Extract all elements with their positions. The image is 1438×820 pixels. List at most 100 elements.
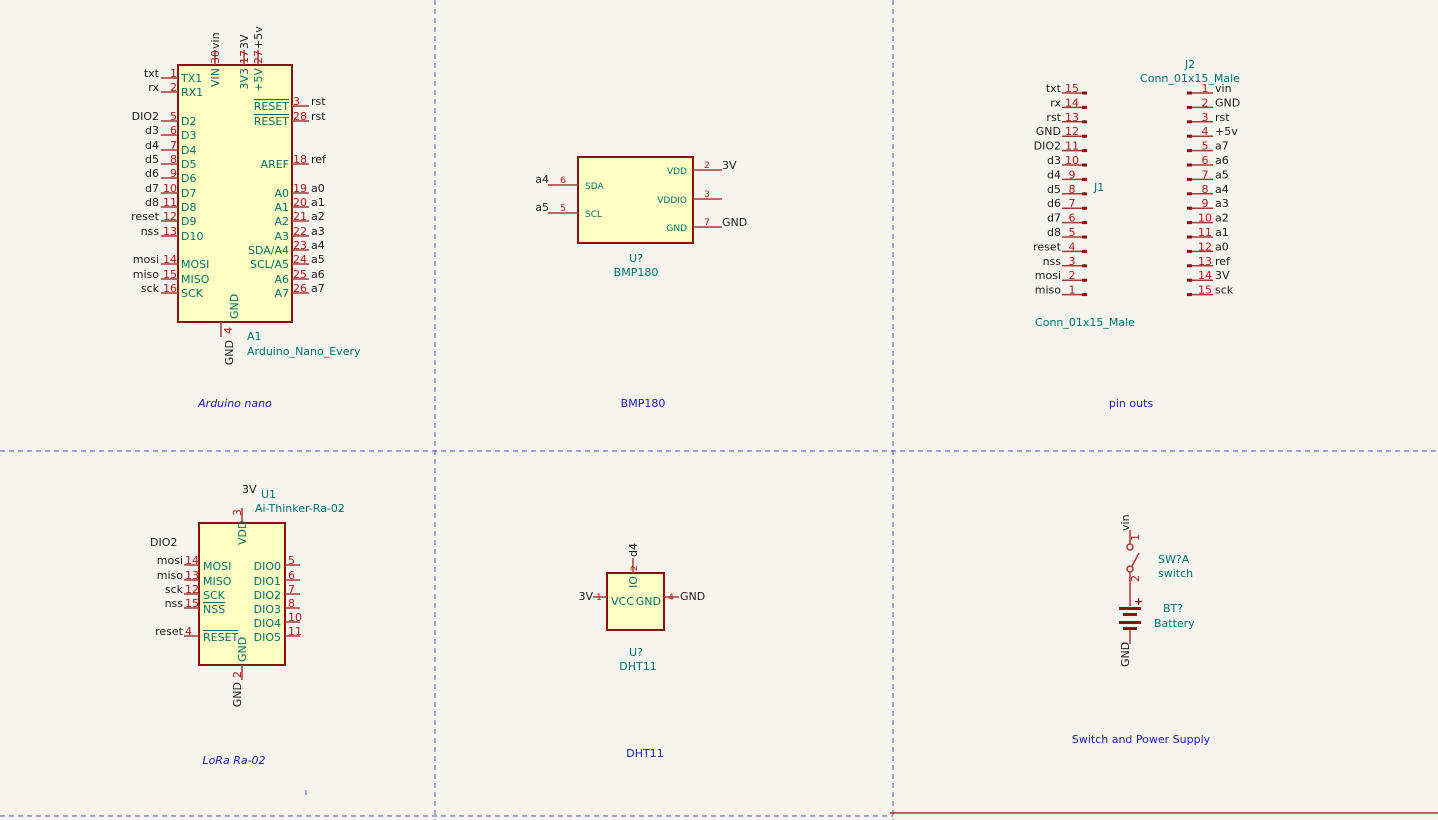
net-label: a4 xyxy=(535,173,549,186)
pin-name: A7 xyxy=(274,287,289,300)
pin-number: 9 xyxy=(1202,197,1209,210)
sheet-label-arduino[interactable]: Arduino nano xyxy=(197,397,272,410)
pin-name: MOSI xyxy=(203,560,231,573)
switch-battery-symbol[interactable]: vin 1 2 + GND SW?A switch BT? Battery xyxy=(1119,514,1195,667)
battery-value: Battery xyxy=(1154,617,1195,630)
pin-number: 13 xyxy=(1065,111,1079,124)
pin-number: 10 xyxy=(1065,154,1079,167)
pin-name: MOSI xyxy=(181,258,209,271)
pin-name: MISO xyxy=(203,575,232,588)
pin-name: SCL/A5 xyxy=(250,258,289,271)
sheet-label-dht11[interactable]: DHT11 xyxy=(626,747,663,760)
net-label: txt xyxy=(144,67,160,80)
net-label: reset xyxy=(155,625,184,638)
j2-ref: J2 xyxy=(1184,58,1195,71)
pin-name: VDD xyxy=(667,167,687,177)
pin-name: TX1 xyxy=(180,72,202,85)
pin-name: A6 xyxy=(274,273,289,286)
sheet-label-power[interactable]: Switch and Power Supply xyxy=(1072,733,1211,746)
pin-name: RX1 xyxy=(181,86,203,99)
lora-body[interactable] xyxy=(198,522,286,666)
net-label: a4 xyxy=(1215,183,1229,196)
pin-name: A0 xyxy=(274,187,289,200)
net-label: a2 xyxy=(1215,212,1229,225)
pin-number: 2 xyxy=(1069,269,1076,282)
net-label: a4 xyxy=(311,239,325,252)
pin-number: 6 xyxy=(560,176,566,186)
pin-name: D10 xyxy=(181,230,203,243)
j1-value: Conn_01x15_Male xyxy=(1035,316,1135,329)
dht11-body[interactable] xyxy=(606,572,665,631)
pin-name: VDDIO xyxy=(657,196,687,206)
pin-number: 25 xyxy=(293,268,307,281)
pin-name: RESET xyxy=(203,631,239,644)
pin-name: GND xyxy=(236,637,249,662)
net-label: ref xyxy=(1215,255,1231,268)
pin-number: 4 xyxy=(1202,125,1209,138)
net-label: a6 xyxy=(311,268,325,281)
battery-plate-2 xyxy=(1123,613,1137,616)
pin-number: 19 xyxy=(293,182,307,195)
pin-name: DIO1 xyxy=(254,575,281,588)
net-label: a2 xyxy=(311,210,325,223)
pin-name: DIO4 xyxy=(254,617,281,630)
stray-net-label: DIO2 xyxy=(150,536,177,549)
pin-number: 11 xyxy=(163,196,177,209)
battery-plus-sign: + xyxy=(1134,595,1143,608)
net-label: rx xyxy=(148,81,159,94)
net-label: a6 xyxy=(1215,154,1229,167)
net-label: mosi xyxy=(1035,269,1061,282)
net-label: 3V xyxy=(722,159,737,172)
net-label: miso xyxy=(157,569,184,582)
net-label: a1 xyxy=(1215,226,1229,239)
net-label: d4 xyxy=(627,543,640,557)
net-label: sck xyxy=(141,282,160,295)
bmp180-body[interactable] xyxy=(577,156,694,244)
net-label: a5 xyxy=(311,253,325,266)
pin-number: 11 xyxy=(288,625,302,638)
pin-name: NSS xyxy=(203,603,225,616)
pin-name: D7 xyxy=(181,187,196,200)
switch-ref: SW?A xyxy=(1158,553,1190,566)
pin-number: 12 xyxy=(185,583,199,596)
connector-j1[interactable]: 15txt14rx13rst12GND11DIO210d39d48d57d66d… xyxy=(1033,82,1135,329)
net-label: nss xyxy=(141,225,160,238)
pin-name: D3 xyxy=(181,129,196,142)
net-label: a0 xyxy=(1215,240,1229,253)
net-label: nss xyxy=(1043,255,1062,268)
pin-number: 8 xyxy=(1069,183,1076,196)
sheet-label-pinouts[interactable]: pin outs xyxy=(1109,397,1154,410)
pin-number: 11 xyxy=(1198,226,1212,239)
battery-ref: BT? xyxy=(1163,602,1183,615)
pin-number: 11 xyxy=(1065,140,1079,153)
pin-name: AREF xyxy=(261,158,289,171)
pin-name: DIO3 xyxy=(254,603,281,616)
dht11-value: DHT11 xyxy=(619,660,656,673)
net-label: miso xyxy=(133,268,160,281)
net-label: DIO2 xyxy=(1034,140,1061,153)
net-label: GND xyxy=(231,682,244,707)
pin-name: SDA/A4 xyxy=(248,244,289,257)
net-label: d6 xyxy=(145,167,159,180)
switch-lever[interactable] xyxy=(1131,552,1140,567)
pin-number: 3 xyxy=(231,509,244,516)
pin-name: A1 xyxy=(274,201,289,214)
pin-name: VCC xyxy=(611,595,634,608)
pin-number: 4 xyxy=(1069,240,1076,253)
pin-number: 2 xyxy=(1202,96,1209,109)
net-label: GND xyxy=(1036,125,1061,138)
net-label: a5 xyxy=(1215,168,1229,181)
pin-number: 26 xyxy=(293,282,307,295)
sheet-label-lora[interactable]: LoRa Ra-02 xyxy=(202,754,265,767)
net-label: d4 xyxy=(145,139,159,152)
net-label: a1 xyxy=(311,196,325,209)
net-label: rx xyxy=(1050,96,1061,109)
pin-number: 30 xyxy=(209,50,222,64)
sheet-label-bmp180[interactable]: BMP180 xyxy=(621,397,666,410)
